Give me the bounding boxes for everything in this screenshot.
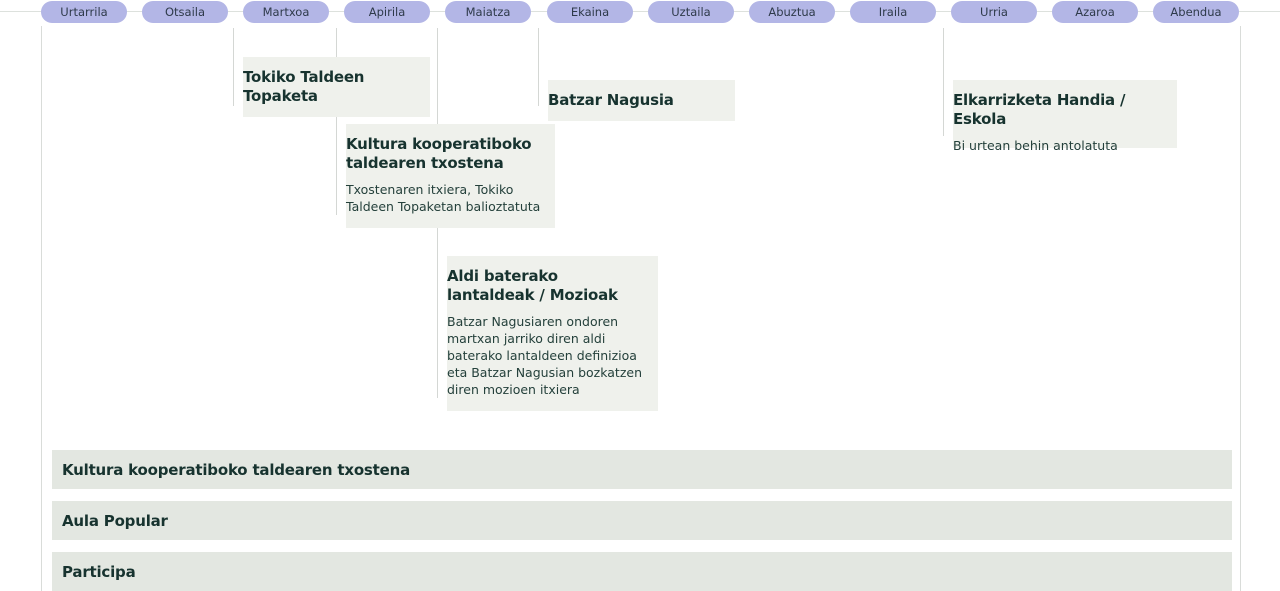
month-pill[interactable]: Urria: [951, 1, 1037, 23]
month-pill[interactable]: Apirila: [344, 1, 430, 23]
timeline-axis: [0, 11, 1280, 12]
month-pill[interactable]: Iraila: [850, 1, 936, 23]
event-title: Kultura kooperatiboko taldearen txostena: [346, 135, 532, 172]
event-card-kultura-txostena[interactable]: Kultura kooperatiboko taldearen txostena…: [346, 124, 555, 228]
section-kultura-txostena[interactable]: Kultura kooperatiboko taldearen txostena: [52, 450, 1232, 489]
month-pill[interactable]: Urtarrila: [41, 1, 127, 23]
month-pill[interactable]: Ekaina: [547, 1, 633, 23]
event-card-aldi-baterako-lantaldeak[interactable]: Aldi baterako lantaldeak / Mozioak Batza…: [447, 256, 658, 411]
month-pill[interactable]: Abuztua: [749, 1, 835, 23]
timeline-stem: [538, 28, 539, 106]
month-pill[interactable]: Otsaila: [142, 1, 228, 23]
event-card-elkarrizketa-handia[interactable]: Elkarrizketa Handia / Eskola Bi urtean b…: [953, 80, 1177, 153]
month-pill[interactable]: Maiatza: [445, 1, 531, 23]
event-title: Elkarrizketa Handia / Eskola: [953, 91, 1126, 128]
event-title: Tokiko Taldeen Topaketa: [243, 68, 365, 105]
section-participa[interactable]: Participa: [52, 552, 1232, 591]
event-description: Txostenaren itxiera, Tokiko Taldeen Topa…: [346, 182, 541, 214]
event-description: Bi urtean behin antolatuta: [953, 138, 1118, 153]
frame-left-border: [41, 26, 42, 591]
event-card-tokiko-taldeen-topaketa[interactable]: Tokiko Taldeen Topaketa: [243, 57, 430, 117]
timeline-stem: [336, 28, 337, 215]
month-pill[interactable]: Martxoa: [243, 1, 329, 23]
event-title: Aldi baterako lantaldeak / Mozioak: [447, 267, 618, 304]
month-pill[interactable]: Uztaila: [648, 1, 734, 23]
event-card-batzar-nagusia[interactable]: Batzar Nagusia: [548, 80, 735, 121]
month-pill[interactable]: Abendua: [1153, 1, 1239, 23]
event-description: Batzar Nagusiaren ondoren martxan jarrik…: [447, 314, 643, 397]
timeline-stem: [943, 28, 944, 136]
month-pill[interactable]: Azaroa: [1052, 1, 1138, 23]
section-aula-popular[interactable]: Aula Popular: [52, 501, 1232, 540]
timeline-stem: [233, 28, 234, 106]
event-title: Batzar Nagusia: [548, 91, 674, 109]
frame-right-border: [1240, 26, 1241, 591]
